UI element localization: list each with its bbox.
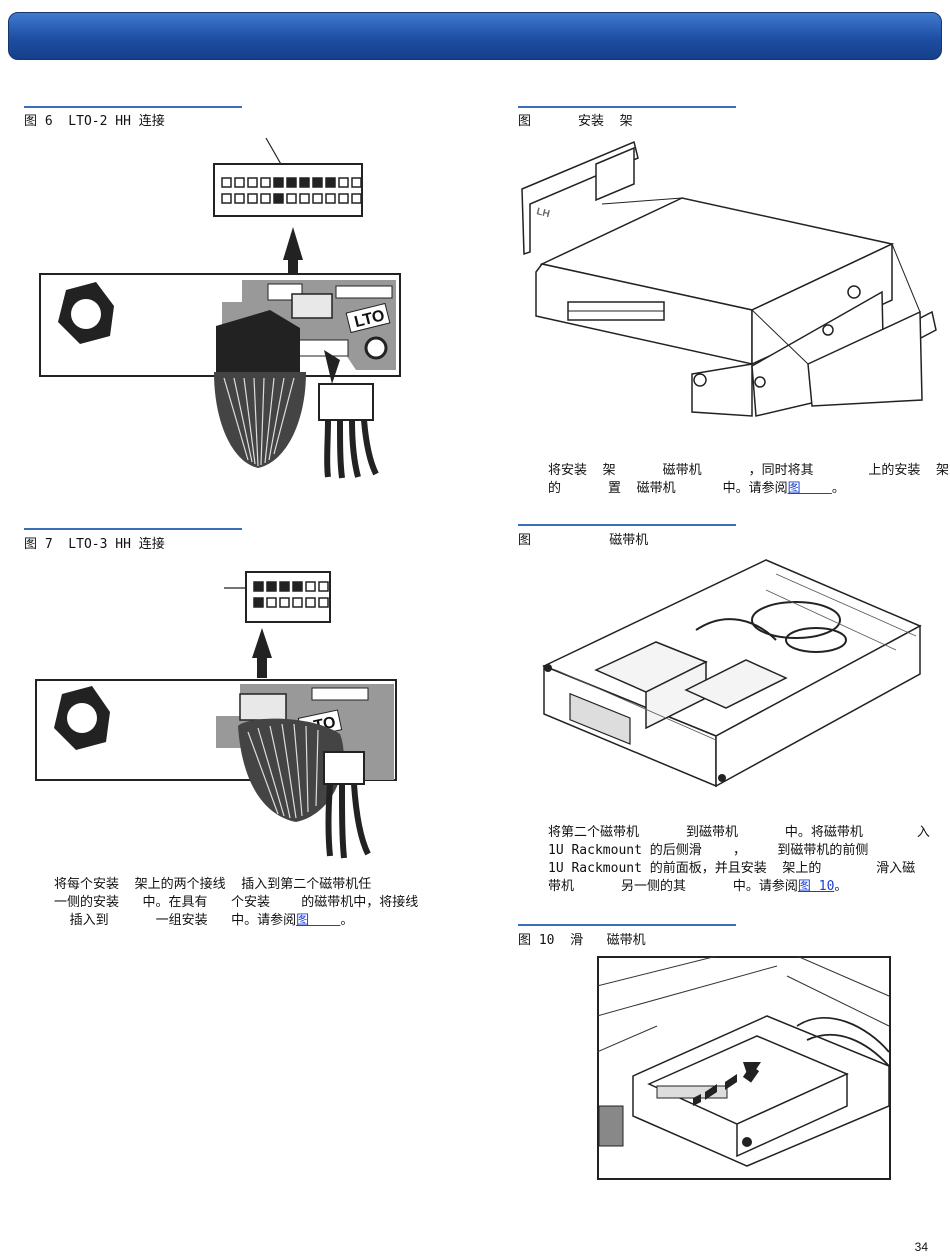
right2-line-4-end: 。 (834, 879, 848, 894)
left-instruction-paragraph: 将每个安装 架上的两个接线 插入到第二个磁带机任 一侧的安装 中。在具有 个安装… (54, 876, 418, 930)
left-line-1: 将每个安装 架上的两个接线 插入到第二个磁带机任 (54, 877, 372, 892)
fig8-rule (518, 106, 736, 108)
fig6-connector-illustration: LTO (39, 137, 401, 479)
fig10-rule (518, 924, 736, 926)
connector-pin (292, 581, 303, 592)
connector-pin (318, 581, 329, 592)
connector-pin (253, 597, 264, 608)
connector-pin (286, 193, 297, 204)
right2-line-2: 1U Rackmount 的后侧滑 ， 到磁带机的前侧 (548, 843, 869, 858)
connector-pin (234, 193, 245, 204)
connector-pin (234, 177, 245, 188)
page-number: 34 (914, 1240, 928, 1254)
connector-pin (273, 193, 284, 204)
figure-reference-link[interactable]: 图 (296, 913, 341, 928)
connector-pin (221, 193, 232, 204)
right2-line-1-tail: 入 (916, 825, 930, 840)
fig6-lto-badge: LTO (353, 307, 387, 331)
fig10-slide-drive-illustration (597, 956, 891, 1180)
figure-10-reference-link[interactable]: 图 10 (797, 879, 835, 894)
figure-reference-link[interactable]: 图 (787, 481, 832, 496)
fig6-rule (24, 106, 242, 108)
left-line-3: 插入到 一组安装 中。请参阅 (54, 913, 297, 928)
connector-pin (351, 177, 362, 188)
connector-pin (312, 193, 323, 204)
connector-pin (253, 581, 264, 592)
fig7-rule (24, 528, 242, 530)
connector-pin (325, 177, 336, 188)
connector-pin (299, 193, 310, 204)
fig6-title: 图 6 LTO-2 HH 连接 (24, 114, 165, 129)
right-instruction-paragraph-2: 将第二个磁带机 到磁带机 中。将磁带机 入 1U Rackmount 的后侧滑 ，… (548, 824, 930, 896)
connector-pin (260, 177, 271, 188)
connector-pin (351, 193, 362, 204)
fig9-title: 图 磁带机 (518, 533, 649, 548)
fig7-title: 图 7 LTO-3 HH 连接 (24, 537, 165, 552)
connector-pin (338, 177, 349, 188)
fig7-connector-illustration: LTO (35, 571, 397, 859)
fig8-title: 图 安装 架 (518, 114, 633, 129)
connector-pin (318, 597, 329, 608)
fig10-title: 图 10 滑 磁带机 (518, 933, 646, 948)
right2-line-4: 带机 另一侧的其 中。请参阅 (548, 879, 798, 894)
connector-pin (266, 581, 277, 592)
connector-pin (299, 177, 310, 188)
fig9-rackmount-illustration (542, 559, 922, 788)
connector-pin (260, 193, 271, 204)
fig8-mounting-bracket-illustration: LH (521, 140, 937, 417)
connector-pin (312, 177, 323, 188)
right1-line-1: 将安装 架 磁带机 ，同时将其 上的安装 架 (548, 463, 950, 478)
connector-pin (279, 581, 290, 592)
right1-line-2-end: 。 (831, 481, 845, 496)
connector-pin (338, 193, 349, 204)
connector-pin (279, 597, 290, 608)
fig8-lh-label: LH (535, 206, 551, 220)
connector-pin (305, 581, 316, 592)
fig9-rule (518, 524, 736, 526)
connector-pin (273, 177, 284, 188)
right-instruction-paragraph-1: 将安装 架 磁带机 ，同时将其 上的安装 架 的 置 磁带机 中。请参阅图 。 (548, 462, 949, 498)
connector-pin (247, 177, 258, 188)
right2-line-3: 1U Rackmount 的前面板，并且安装 架上的 滑入磁 (548, 861, 916, 876)
right1-line-2: 的 置 磁带机 中。请参阅 (548, 481, 788, 496)
header-bar (8, 12, 942, 60)
left-line-2: 一侧的安装 中。在具有 个安装 的磁带机中，将接线 (54, 895, 419, 910)
right2-line-1: 将第二个磁带机 到磁带机 中。将磁带机 (548, 825, 863, 840)
left-line-3-end: 。 (340, 913, 354, 928)
connector-pin (266, 597, 277, 608)
connector-pin (221, 177, 232, 188)
connector-pin (325, 193, 336, 204)
connector-pin (292, 597, 303, 608)
connector-pin (286, 177, 297, 188)
connector-pin (247, 193, 258, 204)
connector-pin (305, 597, 316, 608)
